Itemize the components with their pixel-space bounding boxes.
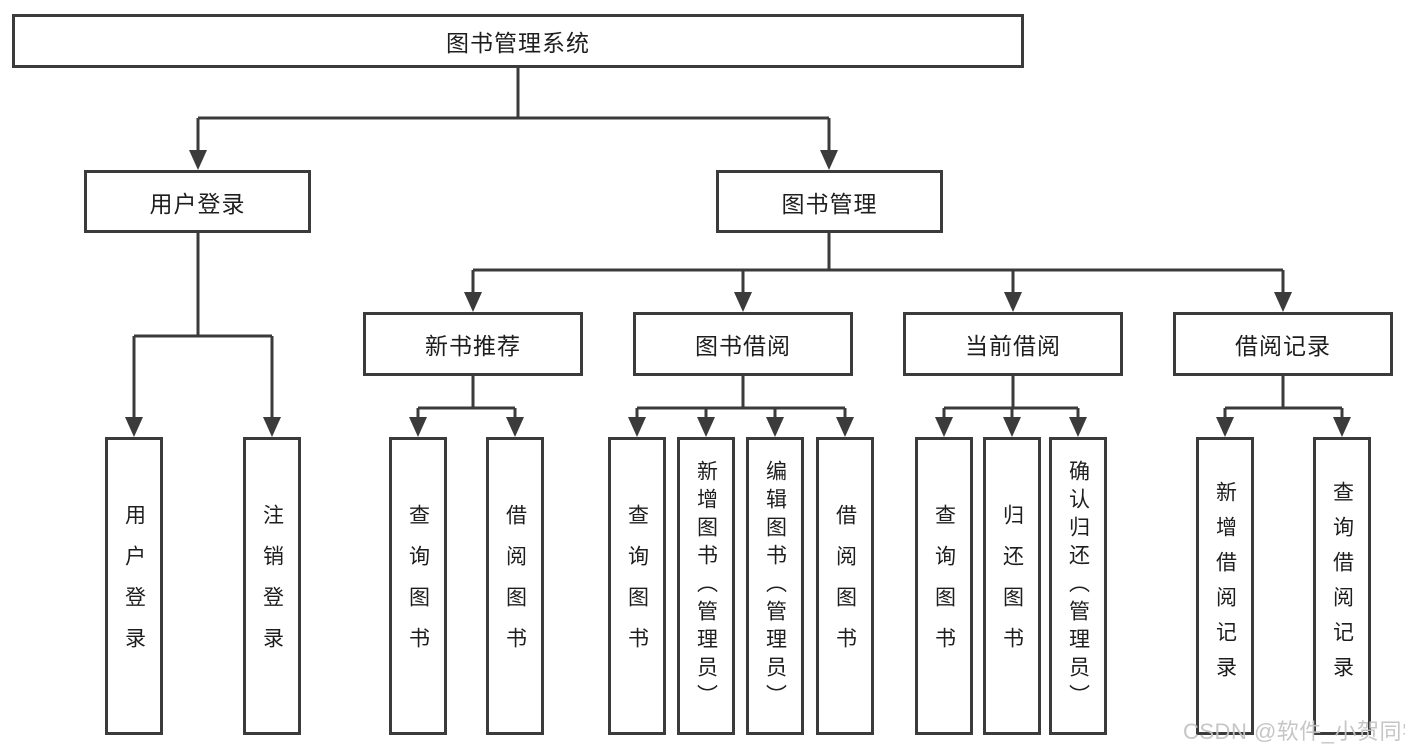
arrowhead xyxy=(464,292,482,312)
node-label: 用户登录 xyxy=(122,504,146,668)
node-label: 当前借阅 xyxy=(965,333,1061,359)
node-user-login-leaf: 用户登录 xyxy=(105,437,163,735)
arrowhead xyxy=(263,417,281,437)
node-borrowing-records: 借阅记录 xyxy=(1173,312,1393,376)
node-label: 归还图书 xyxy=(1000,504,1024,668)
node-library-management-system: 图书管理系统 xyxy=(12,14,1024,68)
node-book-borrowing: 图书借阅 xyxy=(633,312,853,376)
node-label: 新增图书（管理员） xyxy=(694,460,718,712)
arrowhead xyxy=(1274,292,1292,312)
arrowhead xyxy=(1333,417,1351,437)
node-borrow-books-borrowing: 借阅图书 xyxy=(816,437,874,735)
arrowhead xyxy=(628,417,646,437)
node-return-books: 归还图书 xyxy=(983,437,1041,735)
node-current-borrowing: 当前借阅 xyxy=(903,312,1123,376)
node-query-borrow-record: 查询借阅记录 xyxy=(1313,437,1371,735)
node-label: 图书管理 xyxy=(781,190,878,217)
arrowhead xyxy=(189,150,207,170)
node-label: 查询图书 xyxy=(406,504,430,668)
arrowhead xyxy=(697,417,715,437)
node-label: 新增借阅记录 xyxy=(1213,481,1237,691)
node-label: 借阅图书 xyxy=(833,504,857,668)
arrowhead xyxy=(1216,417,1234,437)
arrowhead xyxy=(836,417,854,437)
node-label: 新书推荐 xyxy=(425,333,521,359)
arrowhead xyxy=(935,417,953,437)
node-label: 图书借阅 xyxy=(695,333,791,359)
watermark: CSDN @软件_小贺同学 xyxy=(1183,719,1405,744)
node-logout-login: 注销登录 xyxy=(243,437,301,735)
node-label: 编辑图书（管理员） xyxy=(763,460,787,712)
arrowhead xyxy=(125,417,143,437)
arrowhead xyxy=(409,417,427,437)
arrowhead xyxy=(1069,417,1087,437)
node-label: 注销登录 xyxy=(260,504,284,668)
node-query-books-borrowing: 查询图书 xyxy=(608,437,666,735)
node-borrow-books-recommend: 借阅图书 xyxy=(486,437,544,735)
node-label: 借阅记录 xyxy=(1235,333,1331,359)
node-label: 用户登录 xyxy=(149,190,246,217)
node-user-login: 用户登录 xyxy=(84,170,311,233)
node-label: 查询借阅记录 xyxy=(1330,481,1354,691)
arrowhead xyxy=(1003,417,1021,437)
arrowhead xyxy=(820,150,838,170)
node-query-books-current: 查询图书 xyxy=(915,437,973,735)
node-edit-books-admin: 编辑图书（管理员） xyxy=(746,437,804,735)
node-label: 确认归还（管理员） xyxy=(1066,460,1090,712)
node-confirm-return-admin: 确认归还（管理员） xyxy=(1049,437,1107,735)
arrowhead xyxy=(766,417,784,437)
node-label: 图书管理系统 xyxy=(446,30,590,56)
node-query-books-recommend: 查询图书 xyxy=(389,437,447,735)
node-add-books-admin: 新增图书（管理员） xyxy=(677,437,735,735)
arrowhead xyxy=(506,417,524,437)
node-add-borrow-record: 新增借阅记录 xyxy=(1196,437,1254,735)
node-book-management: 图书管理 xyxy=(716,170,943,233)
node-label: 查询图书 xyxy=(625,504,649,668)
arrowhead xyxy=(734,292,752,312)
node-label: 借阅图书 xyxy=(503,504,527,668)
arrowhead xyxy=(1004,292,1022,312)
node-new-book-recommend: 新书推荐 xyxy=(363,312,583,376)
node-label: 查询图书 xyxy=(932,504,956,668)
